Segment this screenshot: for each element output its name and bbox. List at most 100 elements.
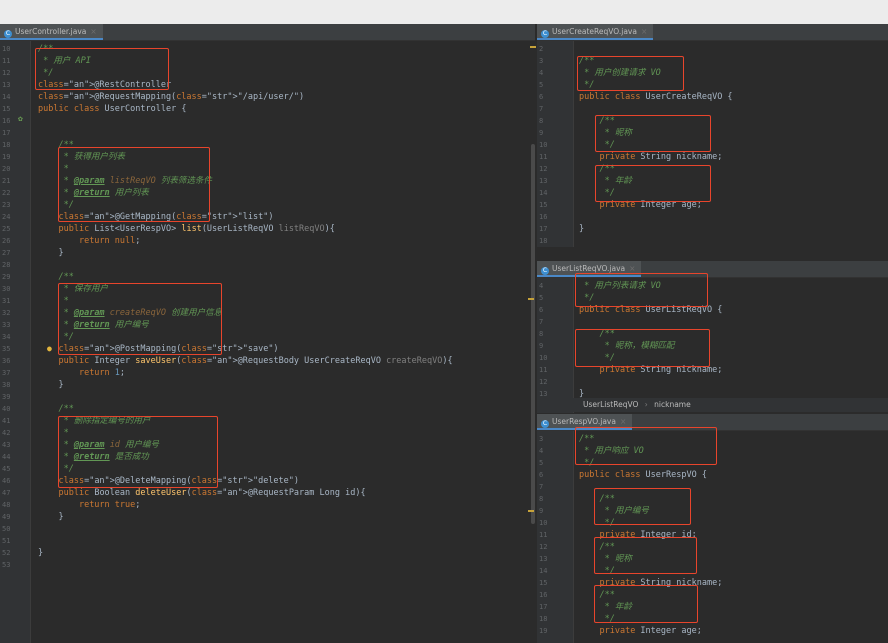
code-line[interactable]: private String nickname; — [599, 152, 723, 162]
code-line[interactable]: * 用户 API — [43, 56, 91, 66]
code-line[interactable]: */ — [584, 80, 595, 90]
code-line[interactable]: } — [38, 512, 64, 522]
code-line[interactable]: */ — [63, 200, 74, 210]
code-line[interactable]: * — [63, 428, 69, 438]
code-line[interactable]: * 保存用户 — [63, 284, 108, 294]
code-line[interactable]: class="an">@DeleteMapping(class="str">"d… — [58, 476, 300, 486]
code-line[interactable]: /** — [599, 164, 615, 174]
code-line[interactable]: * @return 用户编号 — [63, 320, 149, 330]
code-line[interactable]: * — [63, 164, 69, 174]
code-line[interactable]: /** — [58, 404, 74, 414]
code-line[interactable]: /** — [579, 56, 595, 66]
code-line[interactable]: * 年龄 — [604, 176, 632, 186]
code-line[interactable]: private String nickname; — [599, 578, 723, 588]
code-line[interactable]: /** — [599, 116, 615, 126]
code-line[interactable]: /** — [58, 140, 74, 150]
code-line[interactable]: public List<UserRespVO> list(UserListReq… — [58, 224, 335, 234]
java-class-icon: C — [4, 30, 12, 38]
close-icon[interactable]: × — [640, 27, 648, 36]
code-line[interactable]: * 用户创建请求 VO — [584, 68, 661, 78]
code-line[interactable]: * 年龄 — [604, 602, 632, 612]
code-line[interactable]: } — [38, 248, 64, 258]
line-number: 8 — [539, 495, 544, 503]
code-line[interactable]: public class UserCreateReqVO { — [579, 92, 733, 102]
scrollbar[interactable] — [531, 144, 535, 524]
code-line[interactable]: private String nickname; — [599, 365, 723, 375]
lightbulb-icon[interactable]: ● — [47, 344, 52, 353]
code-line[interactable]: public Boolean deleteUser(class="an">@Re… — [58, 488, 366, 498]
code-line[interactable]: public Integer saveUser(class="an">@Requ… — [58, 356, 453, 366]
breadcrumb[interactable]: UserListReqVO › nickname — [537, 398, 888, 412]
code-line[interactable]: } — [38, 380, 64, 390]
code-line[interactable]: public class UserRespVO { — [579, 470, 707, 480]
code-line[interactable]: /** — [599, 329, 615, 339]
spring-bean-icon[interactable]: ✿ — [18, 114, 23, 123]
code-line[interactable]: * 获得用户列表 — [63, 152, 125, 162]
code-line[interactable]: class="an">@RestController — [38, 80, 172, 90]
breadcrumb-class[interactable]: UserListReqVO — [583, 400, 639, 409]
code-line[interactable]: private Integer age; — [599, 200, 702, 210]
warning-marker — [530, 46, 536, 48]
breadcrumb-field[interactable]: nickname — [654, 400, 691, 409]
line-number: 8 — [539, 330, 544, 338]
line-number: 12 — [539, 543, 548, 551]
code-line[interactable]: * @return 是否成功 — [63, 452, 149, 462]
code-line[interactable]: */ — [604, 188, 615, 198]
close-icon[interactable]: × — [619, 417, 627, 426]
code-line[interactable]: private Integer id; — [599, 530, 697, 540]
code-line[interactable]: class="an">@GetMapping(class="str">"list… — [58, 212, 274, 222]
code-line[interactable]: */ — [604, 518, 615, 528]
code-line[interactable]: /** — [58, 272, 74, 282]
code-line[interactable]: */ — [584, 458, 595, 468]
code-line[interactable]: * — [63, 296, 69, 306]
code-line[interactable]: * @param createReqVO 创建用户信息 — [63, 308, 223, 318]
code-line[interactable]: return null; — [78, 236, 141, 246]
code-line[interactable]: return true; — [78, 500, 141, 510]
code-line[interactable]: public class UserListReqVO { — [579, 305, 723, 315]
code-line[interactable]: */ — [584, 293, 595, 303]
code-line[interactable]: * 昵称 — [604, 554, 632, 564]
code-line[interactable]: * 用户编号 — [604, 506, 649, 516]
code-line[interactable]: } — [579, 389, 585, 399]
code-line[interactable]: /** — [599, 590, 615, 600]
line-number: 14 — [539, 189, 548, 197]
code-line[interactable]: /** — [599, 542, 615, 552]
code-line[interactable]: */ — [63, 464, 74, 474]
code-line[interactable]: * 用户列表请求 VO — [584, 281, 661, 291]
code-line[interactable]: * @return 用户列表 — [63, 188, 149, 198]
line-number: 7 — [539, 318, 544, 326]
code-line[interactable]: } — [38, 548, 44, 558]
code-line[interactable]: * @param listReqVO 列表筛选条件 — [63, 176, 212, 186]
code-line[interactable]: * @param id 用户编号 — [63, 440, 160, 450]
code-line[interactable]: * 昵称 — [604, 128, 632, 138]
code-line[interactable]: */ — [43, 68, 54, 78]
line-number: 24 — [2, 213, 11, 221]
code-line[interactable]: */ — [604, 140, 615, 150]
code-line[interactable]: /** — [599, 494, 615, 504]
code-line[interactable]: * 删除指定编号的用户 — [63, 416, 151, 426]
code-line[interactable]: /** — [38, 44, 54, 54]
code-line[interactable]: class="an">@RequestMapping(class="str">"… — [38, 92, 305, 102]
code-line[interactable]: /** — [579, 434, 595, 444]
code-line[interactable]: */ — [604, 614, 615, 624]
code-line[interactable]: */ — [604, 566, 615, 576]
code-line[interactable]: private Integer age; — [599, 626, 702, 636]
line-number: 4 — [539, 282, 544, 290]
code-line[interactable]: public class UserController { — [38, 104, 187, 114]
code-line[interactable]: */ — [63, 332, 74, 342]
code-line[interactable]: * 昵称，模糊匹配 — [604, 341, 675, 351]
code-line[interactable]: return 1; — [78, 368, 126, 378]
close-icon[interactable]: × — [629, 264, 636, 273]
code-line[interactable]: */ — [604, 353, 615, 363]
code-line[interactable]: } — [579, 224, 585, 234]
code-line[interactable]: * 用户响应 VO — [584, 446, 644, 456]
code-line[interactable]: class="an">@PostMapping(class="str">"sav… — [58, 344, 279, 354]
close-icon[interactable]: × — [90, 27, 97, 36]
